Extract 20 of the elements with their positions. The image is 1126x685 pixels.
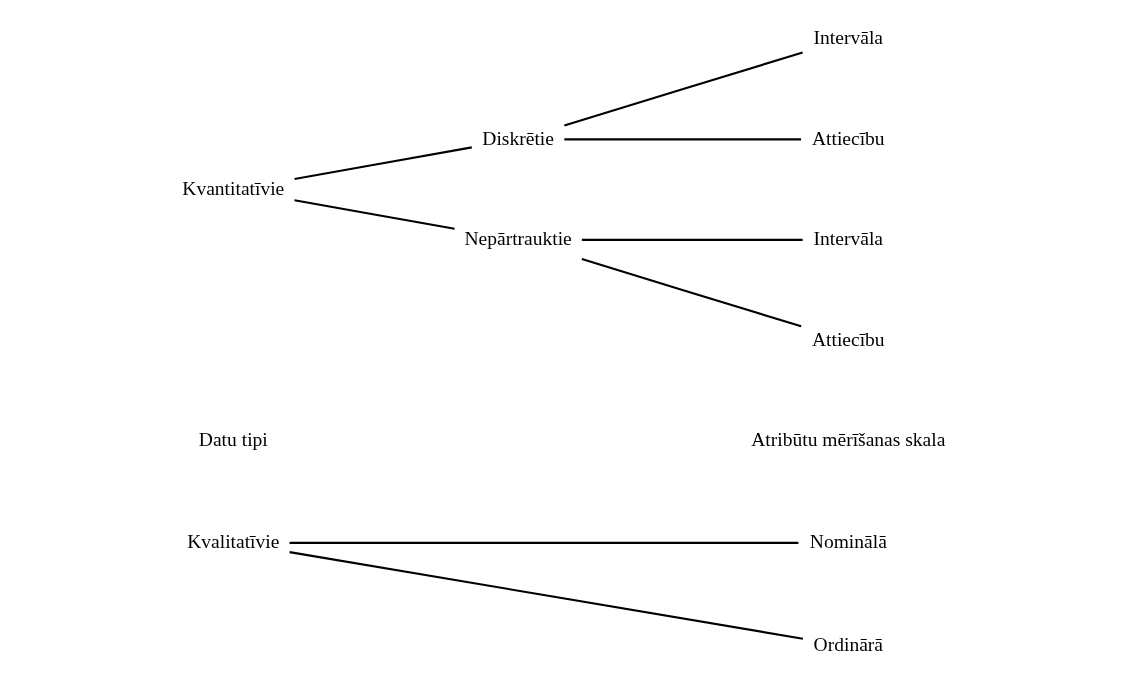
connector <box>563 51 803 127</box>
connector <box>289 541 798 544</box>
node-text: Attiecību <box>811 127 885 149</box>
connector <box>563 138 801 141</box>
node-text: Ordinārā <box>813 634 883 656</box>
node-text: Diskrētie <box>481 127 554 149</box>
connector <box>293 199 455 230</box>
node-text: Nepārtrauktie <box>463 228 572 250</box>
connector <box>581 258 801 328</box>
node-text: Nominālā <box>809 531 887 553</box>
node-text: Intervāla <box>813 228 883 250</box>
connector <box>293 146 472 180</box>
node-text: Kvalitatīvie <box>186 531 279 553</box>
node-text: Attiecību <box>811 328 885 350</box>
node-text: Kvantitatīvie <box>181 177 284 199</box>
label: Atribūtu mērīšanas skala <box>750 429 945 451</box>
connector <box>581 238 803 241</box>
label: Datu tipi <box>198 429 268 451</box>
connector <box>288 551 803 640</box>
node-text: Intervāla <box>813 27 883 49</box>
